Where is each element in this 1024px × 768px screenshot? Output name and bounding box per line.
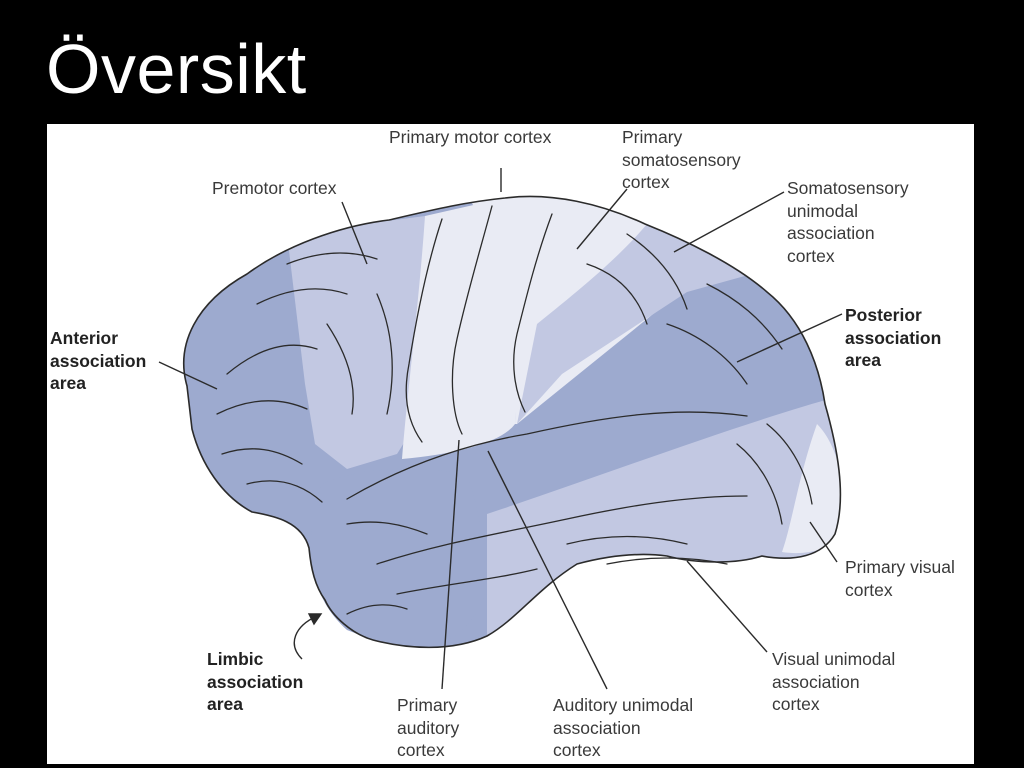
- label-line: association: [845, 327, 942, 348]
- label-posterior-association: Posterior association area: [845, 304, 941, 372]
- label-line: association: [787, 223, 875, 243]
- label-line: cortex: [787, 245, 835, 266]
- premotor-region: [287, 216, 425, 469]
- label-line: area: [845, 350, 882, 370]
- label-line: Primary: [622, 127, 683, 147]
- label-line: association: [553, 717, 641, 738]
- label-premotor-cortex: Premotor cortex: [212, 177, 336, 200]
- label-line: somatosensory: [622, 149, 741, 170]
- label-primary-somatosensory-cortex: Primary somatosensory cortex: [622, 126, 741, 194]
- label-line: Primary motor cortex: [389, 127, 552, 147]
- brain-figure: Primary motor cortex Primary somatosenso…: [47, 124, 974, 764]
- visual-unimodal-region: [487, 394, 841, 636]
- label-line: Auditory unimodal: [553, 695, 694, 715]
- primary-motor-region: [402, 196, 522, 459]
- label-line: area: [50, 373, 87, 393]
- label-line: Primary: [397, 695, 458, 715]
- label-line: cortex: [622, 172, 670, 192]
- brain-diagram: [158, 168, 843, 690]
- label-anterior-association: Anterior association area: [50, 327, 146, 395]
- label-line: Somatosensory: [787, 178, 909, 198]
- label-auditory-unimodal: Auditory unimodal association cortex: [553, 694, 693, 762]
- label-line: association: [772, 671, 860, 692]
- label-primary-visual-cortex: Primary visual cortex: [845, 556, 955, 601]
- label-line: Limbic: [207, 649, 264, 669]
- label-line: cortex: [553, 740, 601, 760]
- label-line: Posterior: [845, 305, 922, 325]
- label-line: association: [207, 671, 304, 692]
- somatosensory-unimodal-region: [517, 224, 752, 424]
- label-line: Premotor cortex: [212, 178, 337, 198]
- label-line: cortex: [772, 694, 820, 714]
- label-somatosensory-unimodal: Somatosensory unimodal association corte…: [787, 177, 909, 267]
- label-line: Anterior: [50, 328, 119, 348]
- slide-title: Översikt: [46, 30, 307, 108]
- label-visual-unimodal: Visual unimodal association cortex: [772, 648, 895, 716]
- primary-visual-region: [782, 424, 841, 554]
- label-line: Primary visual: [845, 557, 955, 577]
- leader-lines: [158, 168, 843, 690]
- label-primary-motor-cortex: Primary motor cortex: [389, 126, 551, 149]
- label-line: cortex: [397, 740, 445, 760]
- label-line: cortex: [845, 579, 893, 600]
- label-primary-auditory-cortex: Primary auditory cortex: [397, 694, 459, 762]
- label-line: area: [207, 694, 244, 714]
- label-line: unimodal: [787, 200, 859, 221]
- frontal-streak: [297, 294, 362, 464]
- label-line: auditory: [397, 717, 460, 738]
- label-limbic-association: Limbic association area: [207, 648, 303, 716]
- label-line: association: [50, 350, 147, 371]
- label-line: Visual unimodal: [772, 649, 896, 669]
- sulci-lines: [216, 205, 813, 615]
